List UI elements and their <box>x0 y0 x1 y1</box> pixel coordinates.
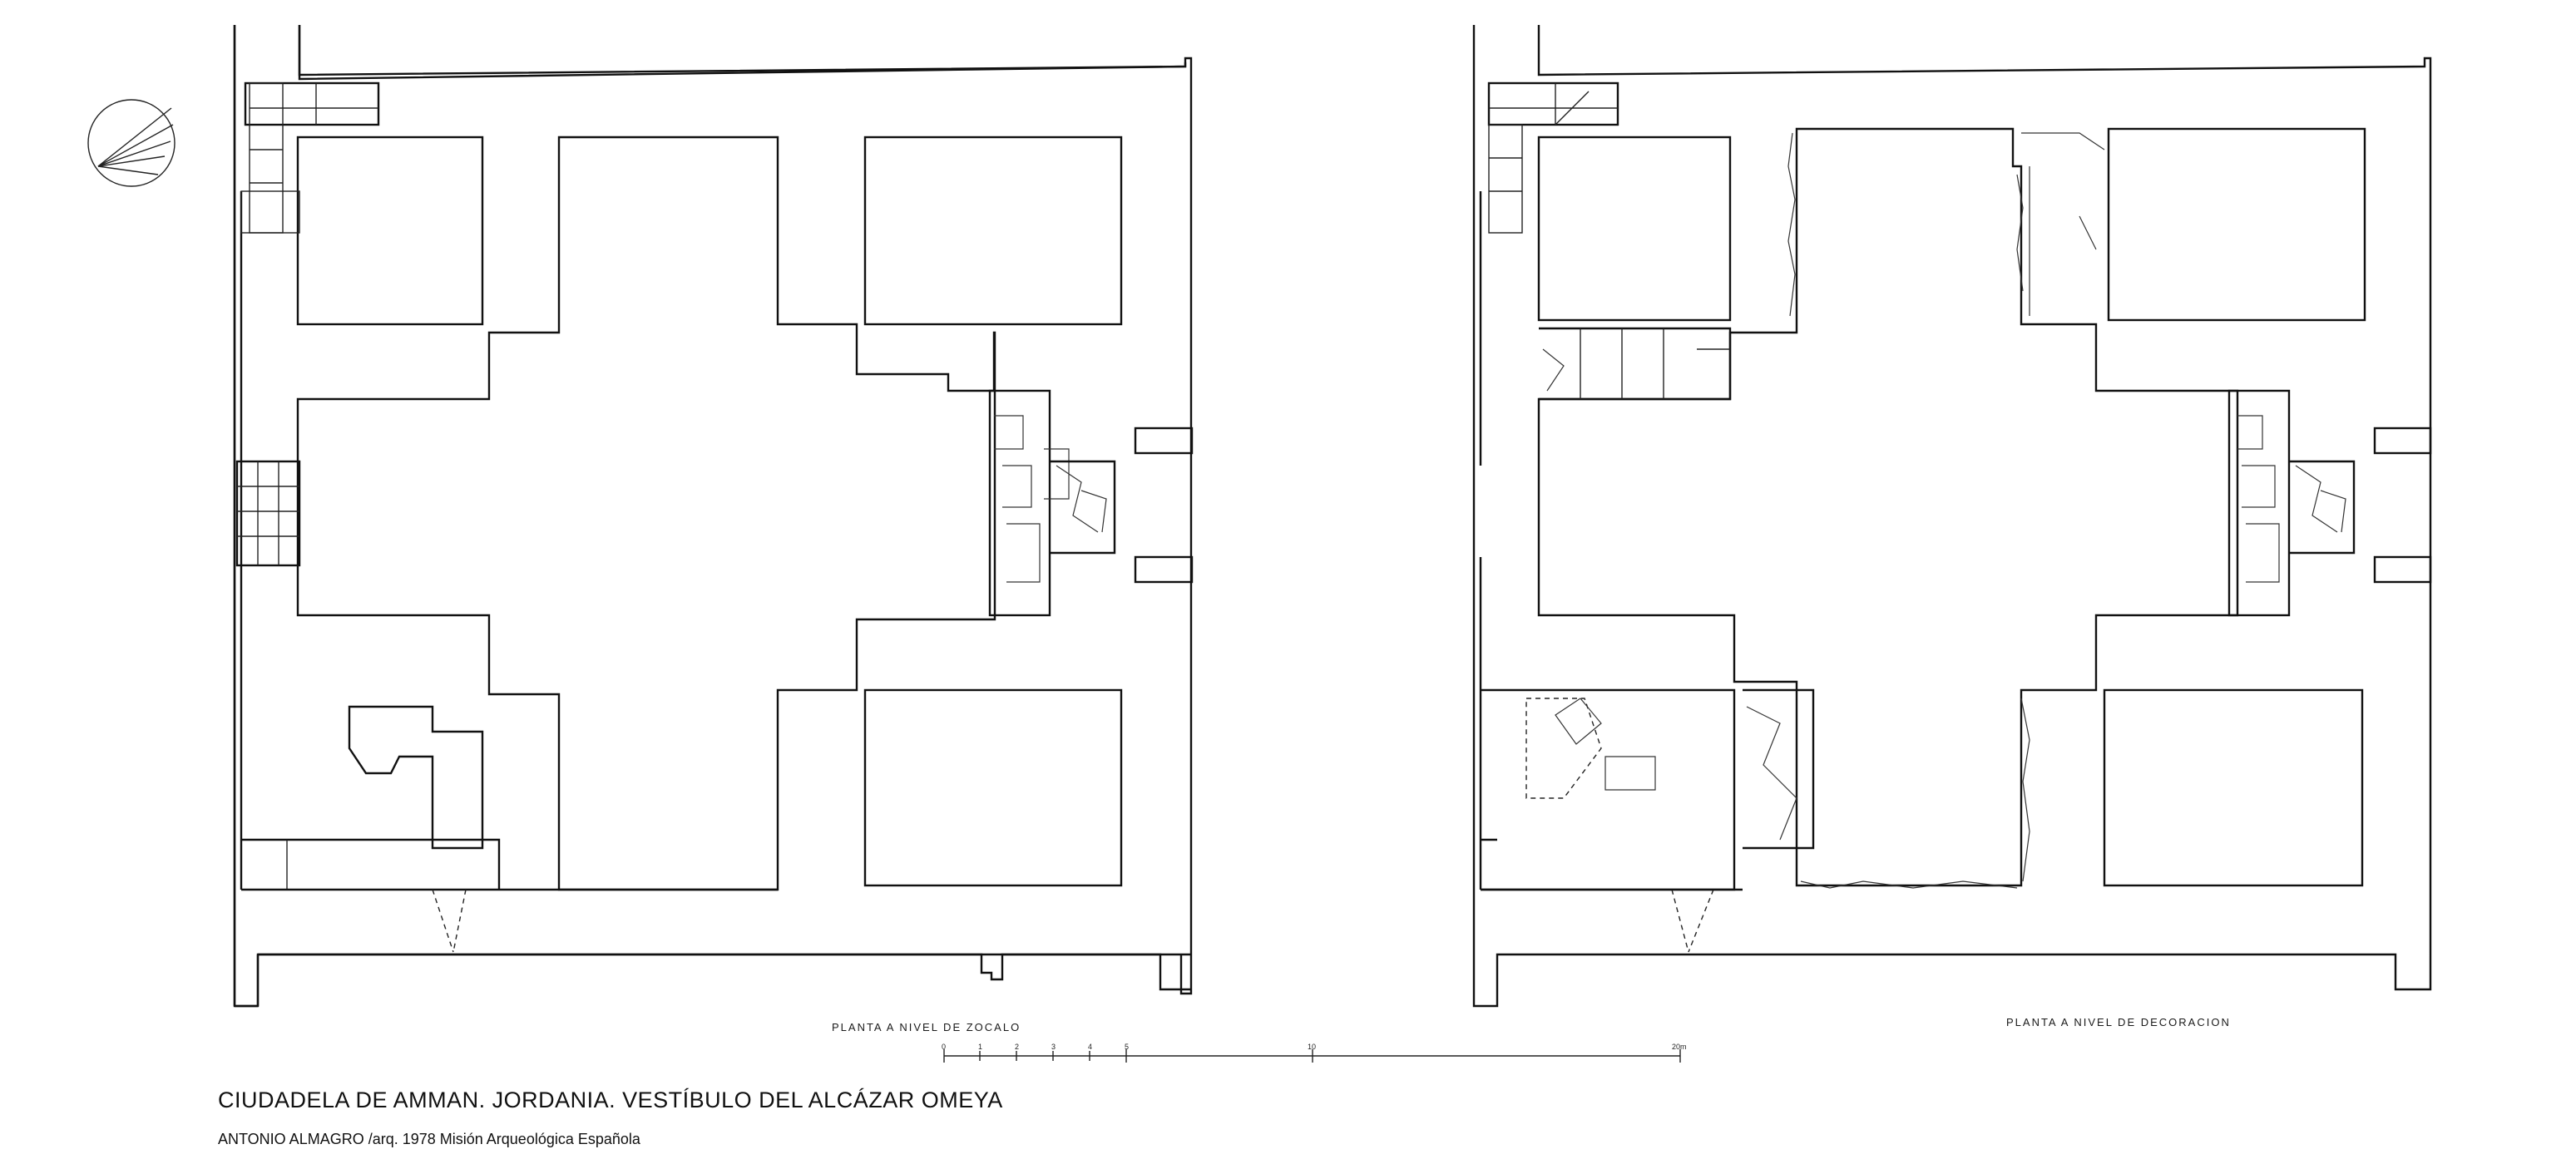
nw-corner-rooms <box>240 81 380 234</box>
room-ne <box>863 136 1123 326</box>
plan-zocalo <box>233 25 1194 1008</box>
drawing-credit: ANTONIO ALMAGRO /arq. 1978 Misión Arqueo… <box>218 1131 640 1147</box>
plan-label-decoracion: PLANTA A NIVEL DE DECORACION <box>2006 1016 2231 1028</box>
west-rooms <box>1539 327 1732 401</box>
plan-decoracion <box>1472 25 2432 1008</box>
outer-wall <box>1472 25 2432 1008</box>
room-ne <box>2107 127 2366 322</box>
room-nw <box>1537 136 1732 322</box>
central-hall <box>1537 127 2239 887</box>
scale-tick-label: 0 <box>942 1043 947 1051</box>
scale-tick-label: 3 <box>1051 1043 1056 1051</box>
room-sw <box>348 705 484 850</box>
outer-wall <box>233 25 1193 1008</box>
scale-tick-label: 1 <box>978 1043 983 1051</box>
central-hall <box>296 136 996 891</box>
west-entrance <box>235 460 301 567</box>
drawing-title: CIUDADELA DE AMMAN. JORDANIA. VESTÍBULO … <box>218 1087 1003 1112</box>
room-se <box>2103 688 2364 887</box>
east-gateway <box>988 389 1194 617</box>
room-se <box>863 688 1123 887</box>
east-gateway <box>2227 389 2432 617</box>
plan-label-zocalo: PLANTA A NIVEL DE ZOCALO <box>832 1021 1021 1033</box>
scale-tick-label: 2 <box>1015 1043 1020 1051</box>
room-nw <box>296 136 484 326</box>
scale-tick-label: 10 <box>1308 1043 1317 1051</box>
south-wall <box>258 953 1191 991</box>
scale-bar <box>943 1049 1681 1063</box>
scale-tick-label: 4 <box>1088 1043 1093 1051</box>
scale-tick-label: 5 <box>1125 1043 1130 1051</box>
north-arrow-icon <box>87 99 176 187</box>
nw-corner-rooms <box>1487 81 1619 234</box>
scale-tick-label: 20m <box>1672 1043 1687 1051</box>
